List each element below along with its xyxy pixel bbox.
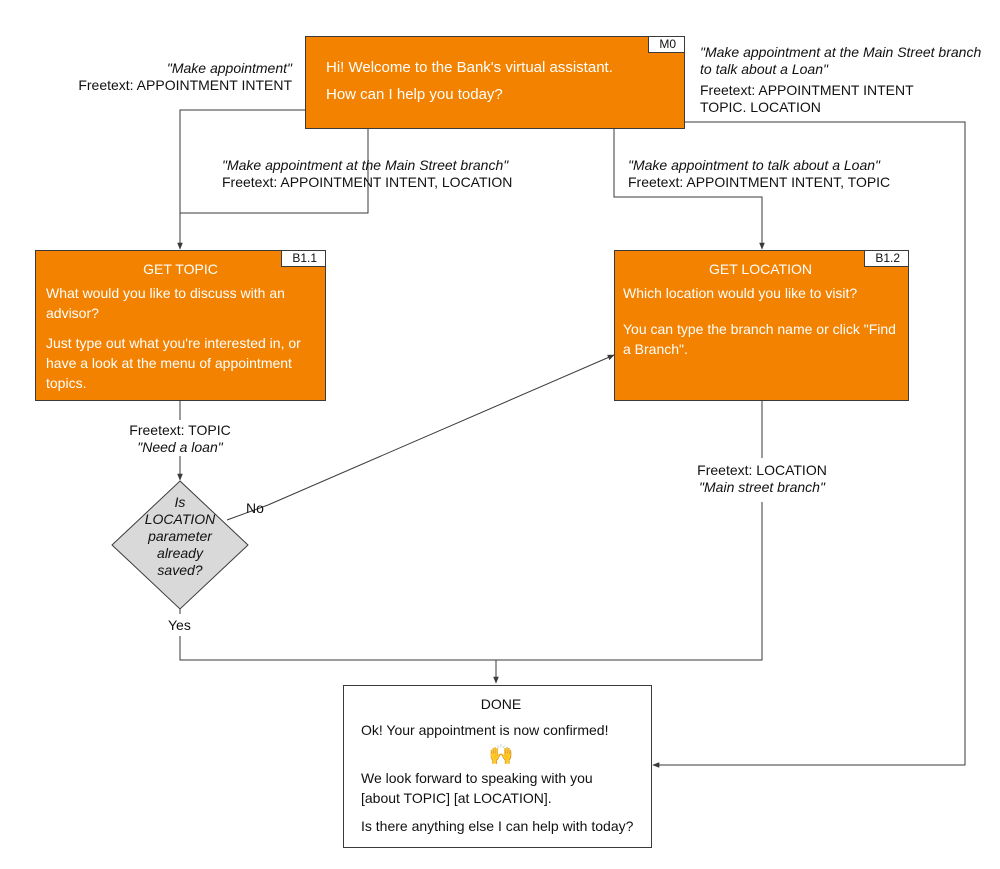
edge-main-street — [180, 129, 369, 214]
get-topic-question: What would you like to discuss with an a… — [46, 285, 285, 321]
label-location: Freetext: LOCATION "Main street branch" — [682, 462, 842, 496]
done-look-forward: We look forward to speaking with you — [361, 770, 593, 786]
edge-full-intent — [652, 121, 966, 768]
label-main-street: "Make appointment at the Main Street bra… — [222, 157, 512, 191]
node-tag-b1-2: B1.2 — [864, 251, 908, 267]
label-make-appointment-quote: "Make appointment" — [166, 60, 292, 76]
label-no: No — [246, 500, 264, 516]
edge-no-arrow — [267, 354, 615, 506]
label-yes: Yes — [168, 617, 191, 633]
decision-line-2: LOCATION — [144, 511, 216, 527]
node-b1-1-get-topic: B1.1 GET TOPIC What would you like to di… — [35, 250, 326, 401]
label-full-quote-1: "Make appointment at the Main Street bra… — [700, 44, 982, 60]
label-location-quote: "Main street branch" — [699, 479, 825, 495]
edge-no — [226, 504, 269, 521]
label-full-intent: "Make appointment at the Main Street bra… — [700, 44, 981, 116]
decision-line-4: already — [157, 545, 203, 561]
label-full-freetext-1: Freetext: APPOINTMENT INTENT — [700, 82, 914, 98]
label-loan-freetext: Freetext: APPOINTMENT INTENT, TOPIC — [628, 174, 891, 190]
node-done: DONE Ok! Your appointment is now confirm… — [343, 685, 652, 848]
label-loan-quote: "Make appointment to talk about a Loan" — [628, 157, 880, 173]
decision-line-5: saved? — [157, 562, 203, 578]
decision-line-3: parameter — [148, 528, 212, 544]
done-anything-else: Is there anything else I can help with t… — [361, 818, 634, 834]
label-topic-quote: "Need a loan" — [137, 439, 223, 455]
label-main-street-freetext: Freetext: APPOINTMENT INTENT, LOCATION — [222, 174, 513, 190]
get-topic-title: GET TOPIC — [143, 261, 218, 277]
edge-yes — [179, 636, 499, 684]
edge-location-down — [496, 502, 763, 661]
label-make-appointment-freetext: Freetext: APPOINTMENT INTENT — [78, 77, 292, 93]
label-main-street-quote: "Make appointment at the Main Street bra… — [222, 157, 509, 173]
node-tag-m0: M0 — [648, 37, 684, 53]
get-location-title: GET LOCATION — [709, 261, 812, 277]
label-full-freetext-2: TOPIC. LOCATION — [700, 99, 821, 115]
decision-label: Is LOCATION parameter already saved? — [120, 494, 240, 579]
label-topic-freetext: Freetext: TOPIC — [129, 422, 231, 438]
label-topic: Freetext: TOPIC "Need a loan" — [110, 422, 250, 456]
welcome-message: Hi! Welcome to the Bank's virtual assist… — [326, 59, 613, 76]
label-loan: "Make appointment to talk about a Loan" … — [628, 157, 890, 191]
label-full-quote-2: to talk about a Loan" — [700, 61, 828, 77]
label-make-appointment: "Make appointment" Freetext: APPOINTMENT… — [78, 60, 292, 94]
node-b1-2-get-location: B1.2 GET LOCATION Which location would y… — [614, 250, 909, 401]
help-prompt: How can I help you today? — [326, 86, 503, 103]
get-location-question: Which location would you like to visit? — [623, 285, 858, 301]
done-confirmation: Ok! Your appointment is now confirmed! — [361, 722, 609, 738]
edge-make-appointment — [177, 109, 305, 250]
get-topic-hint: Just type out what you're interested in,… — [46, 335, 301, 391]
label-location-freetext: Freetext: LOCATION — [697, 462, 827, 478]
decision-line-1: Is — [174, 494, 186, 510]
done-title: DONE — [480, 696, 522, 712]
get-location-hint: You can type the branch name or click "F… — [623, 321, 896, 357]
raised-hands-icon: 🙌 — [488, 744, 514, 766]
edge-loan — [613, 129, 765, 250]
done-details: [about TOPIC] [at LOCATION]. — [361, 790, 552, 806]
node-tag-b1-1: B1.1 — [281, 251, 325, 267]
node-m0: M0 Hi! Welcome to the Bank's virtual ass… — [305, 36, 685, 129]
